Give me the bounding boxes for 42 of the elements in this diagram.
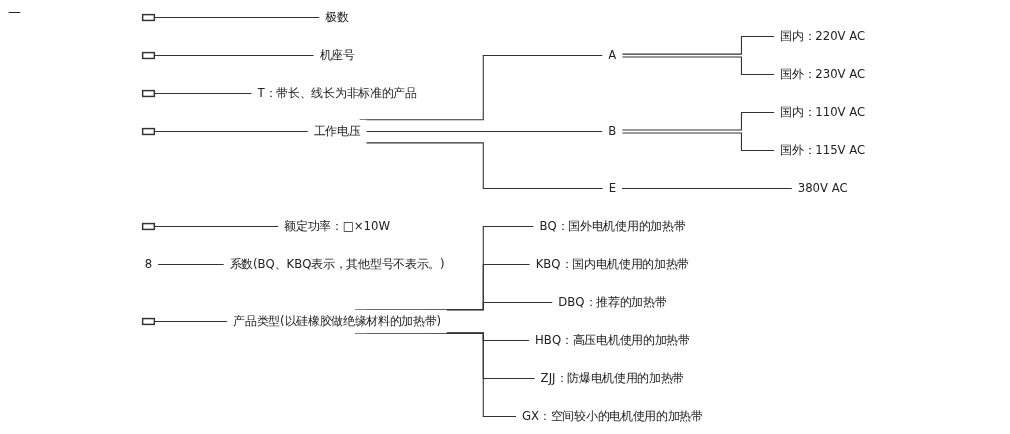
node-text: A [608, 48, 617, 63]
separator-dash: — [8, 4, 21, 19]
connector [153, 17, 321, 19]
node-text: 机座号 [319, 48, 355, 63]
node-text: 国外：115V AC [780, 143, 866, 158]
node-text: 系数(BQ、KBQ表示，其他型号不表示。) [229, 257, 445, 272]
node-text: 国内：110V AC [780, 105, 866, 120]
node-text: 国内：220V AC [780, 29, 866, 44]
node-box [141, 51, 156, 60]
node-text: DBQ：推荐的加热带 [558, 295, 667, 310]
node-box [141, 127, 156, 136]
connector [153, 225, 279, 228]
node-text: 380V AC [797, 181, 848, 196]
connector [153, 92, 253, 95]
connector [621, 132, 775, 152]
node-text: 额定功率：□×10W [284, 219, 390, 234]
connector [621, 36, 775, 55]
node-text: HBQ：高压电机使用的加热带 [535, 333, 690, 348]
node-text: B [608, 124, 617, 139]
node-text: 8 [144, 257, 153, 272]
connector [153, 130, 309, 133]
node-text: E [608, 181, 617, 196]
node-text: 国外：230V AC [780, 67, 866, 82]
connector [153, 320, 228, 323]
connector [365, 130, 604, 133]
node-text: KBQ：国内电机使用的加热带 [535, 257, 690, 272]
node-box [141, 13, 156, 22]
node-text: 工作电压 [313, 124, 361, 139]
connector [365, 142, 604, 190]
connector [621, 111, 775, 131]
node-text: T：带长、线长为非标准的产品 [257, 86, 417, 101]
node-box [141, 222, 156, 231]
node-text: 极数 [325, 10, 349, 25]
connector [153, 55, 315, 57]
node-text: ZJJ：防爆电机使用的加热带 [540, 371, 685, 386]
connector [621, 187, 793, 190]
node-text: GX：空间较小的电机使用的加热带 [522, 409, 703, 424]
connector [621, 56, 775, 76]
connector [157, 263, 225, 266]
node-box [141, 89, 156, 98]
node-box [141, 317, 156, 326]
node-text: BQ：国外电机使用的加热带 [539, 219, 686, 234]
